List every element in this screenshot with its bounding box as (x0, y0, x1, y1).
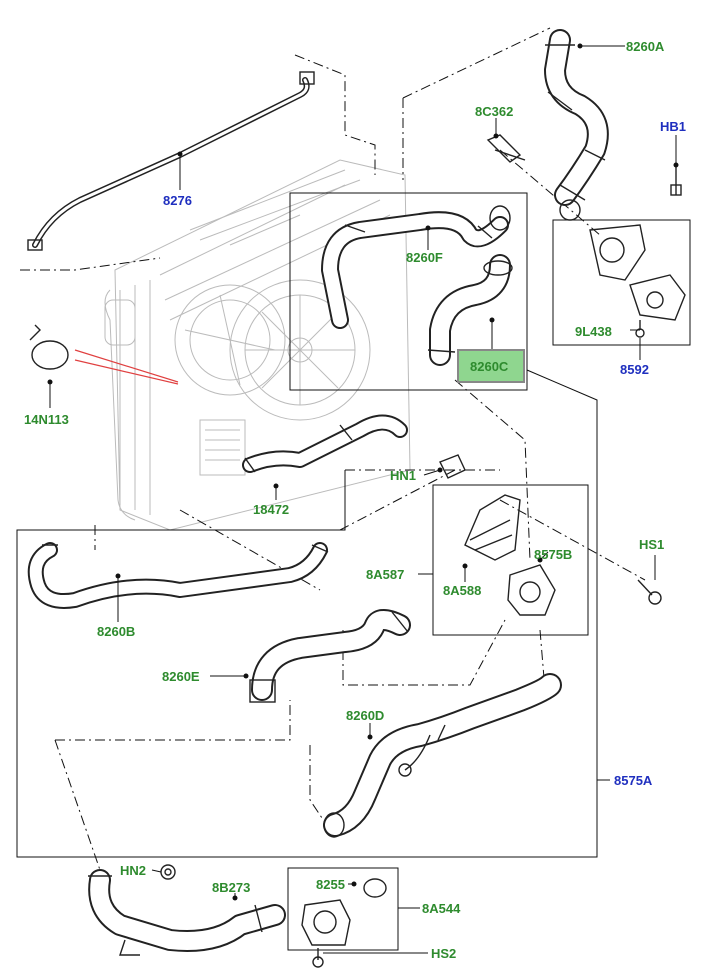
label-8260C[interactable]: 8260C (470, 359, 509, 374)
hose-8B273 (88, 869, 286, 956)
label-8260F[interactable]: 8260F (406, 250, 443, 265)
label-18472[interactable]: 18472 (253, 502, 289, 517)
box-8575B (432, 484, 589, 636)
hose-8260F (321, 205, 511, 329)
hose-18472 (242, 414, 408, 489)
bleed-pipe-8276 (27, 71, 315, 251)
clamp-14N113 (29, 324, 69, 385)
label-8A588[interactable]: 8A588 (443, 583, 481, 598)
label-8A587[interactable]: 8A587 (366, 567, 404, 582)
clip-8C362 (486, 133, 526, 163)
label-8255[interactable]: 8255 (316, 877, 345, 892)
hose-8260B (27, 542, 329, 609)
part-labels: 8260A 8C362 HB1 8276 8260F 8260C 9L438 8… (24, 39, 686, 961)
hose-8260E (243, 609, 411, 703)
housing-8592 (589, 224, 686, 338)
label-8C362[interactable]: 8C362 (475, 104, 513, 119)
label-HN2[interactable]: HN2 (120, 863, 146, 878)
label-8575B[interactable]: 8575B (534, 547, 572, 562)
box-8A544 (287, 867, 399, 951)
red-pointer-line-1 (74, 349, 179, 383)
bolt-HS2 (312, 948, 324, 968)
hose-8260D (323, 673, 562, 838)
hose-8260C (427, 254, 513, 366)
hose-8260A (544, 29, 609, 221)
label-14N113[interactable]: 14N113 (24, 412, 69, 427)
label-8276[interactable]: 8276 (163, 193, 192, 208)
radiator-assembly (74, 159, 411, 531)
bolt-HS1 (637, 579, 662, 605)
label-HS1[interactable]: HS1 (639, 537, 664, 552)
label-8260E[interactable]: 8260E (162, 669, 200, 684)
label-8260D[interactable]: 8260D (346, 708, 384, 723)
label-HB1[interactable]: HB1 (660, 119, 686, 134)
nut-HN2 (160, 864, 176, 880)
highlight-8260C (457, 349, 525, 383)
label-9L438[interactable]: 9L438 (575, 324, 612, 339)
box-8592 (552, 219, 691, 346)
label-8A544[interactable]: 8A544 (422, 901, 461, 916)
label-8B273[interactable]: 8B273 (212, 880, 250, 895)
label-HS2[interactable]: HS2 (431, 946, 456, 961)
label-8592[interactable]: 8592 (620, 362, 649, 377)
leader-lines (49, 45, 677, 954)
bracket-8A587 (462, 494, 521, 569)
red-pointer-line-2 (74, 359, 179, 385)
nut-HN1 (437, 454, 466, 479)
connector-lines (16, 27, 691, 951)
bolt-HB1 (670, 162, 682, 196)
label-HN1[interactable]: HN1 (390, 468, 416, 483)
label-8260B[interactable]: 8260B (97, 624, 135, 639)
label-8575A[interactable]: 8575A (614, 773, 653, 788)
seal-8255 (351, 878, 387, 898)
housing-8A544 (301, 899, 351, 946)
thermostat-8575B (507, 557, 556, 616)
label-8260A[interactable]: 8260A (626, 39, 665, 54)
box-8260F-8260C (289, 192, 528, 391)
box-8575A (16, 369, 598, 858)
